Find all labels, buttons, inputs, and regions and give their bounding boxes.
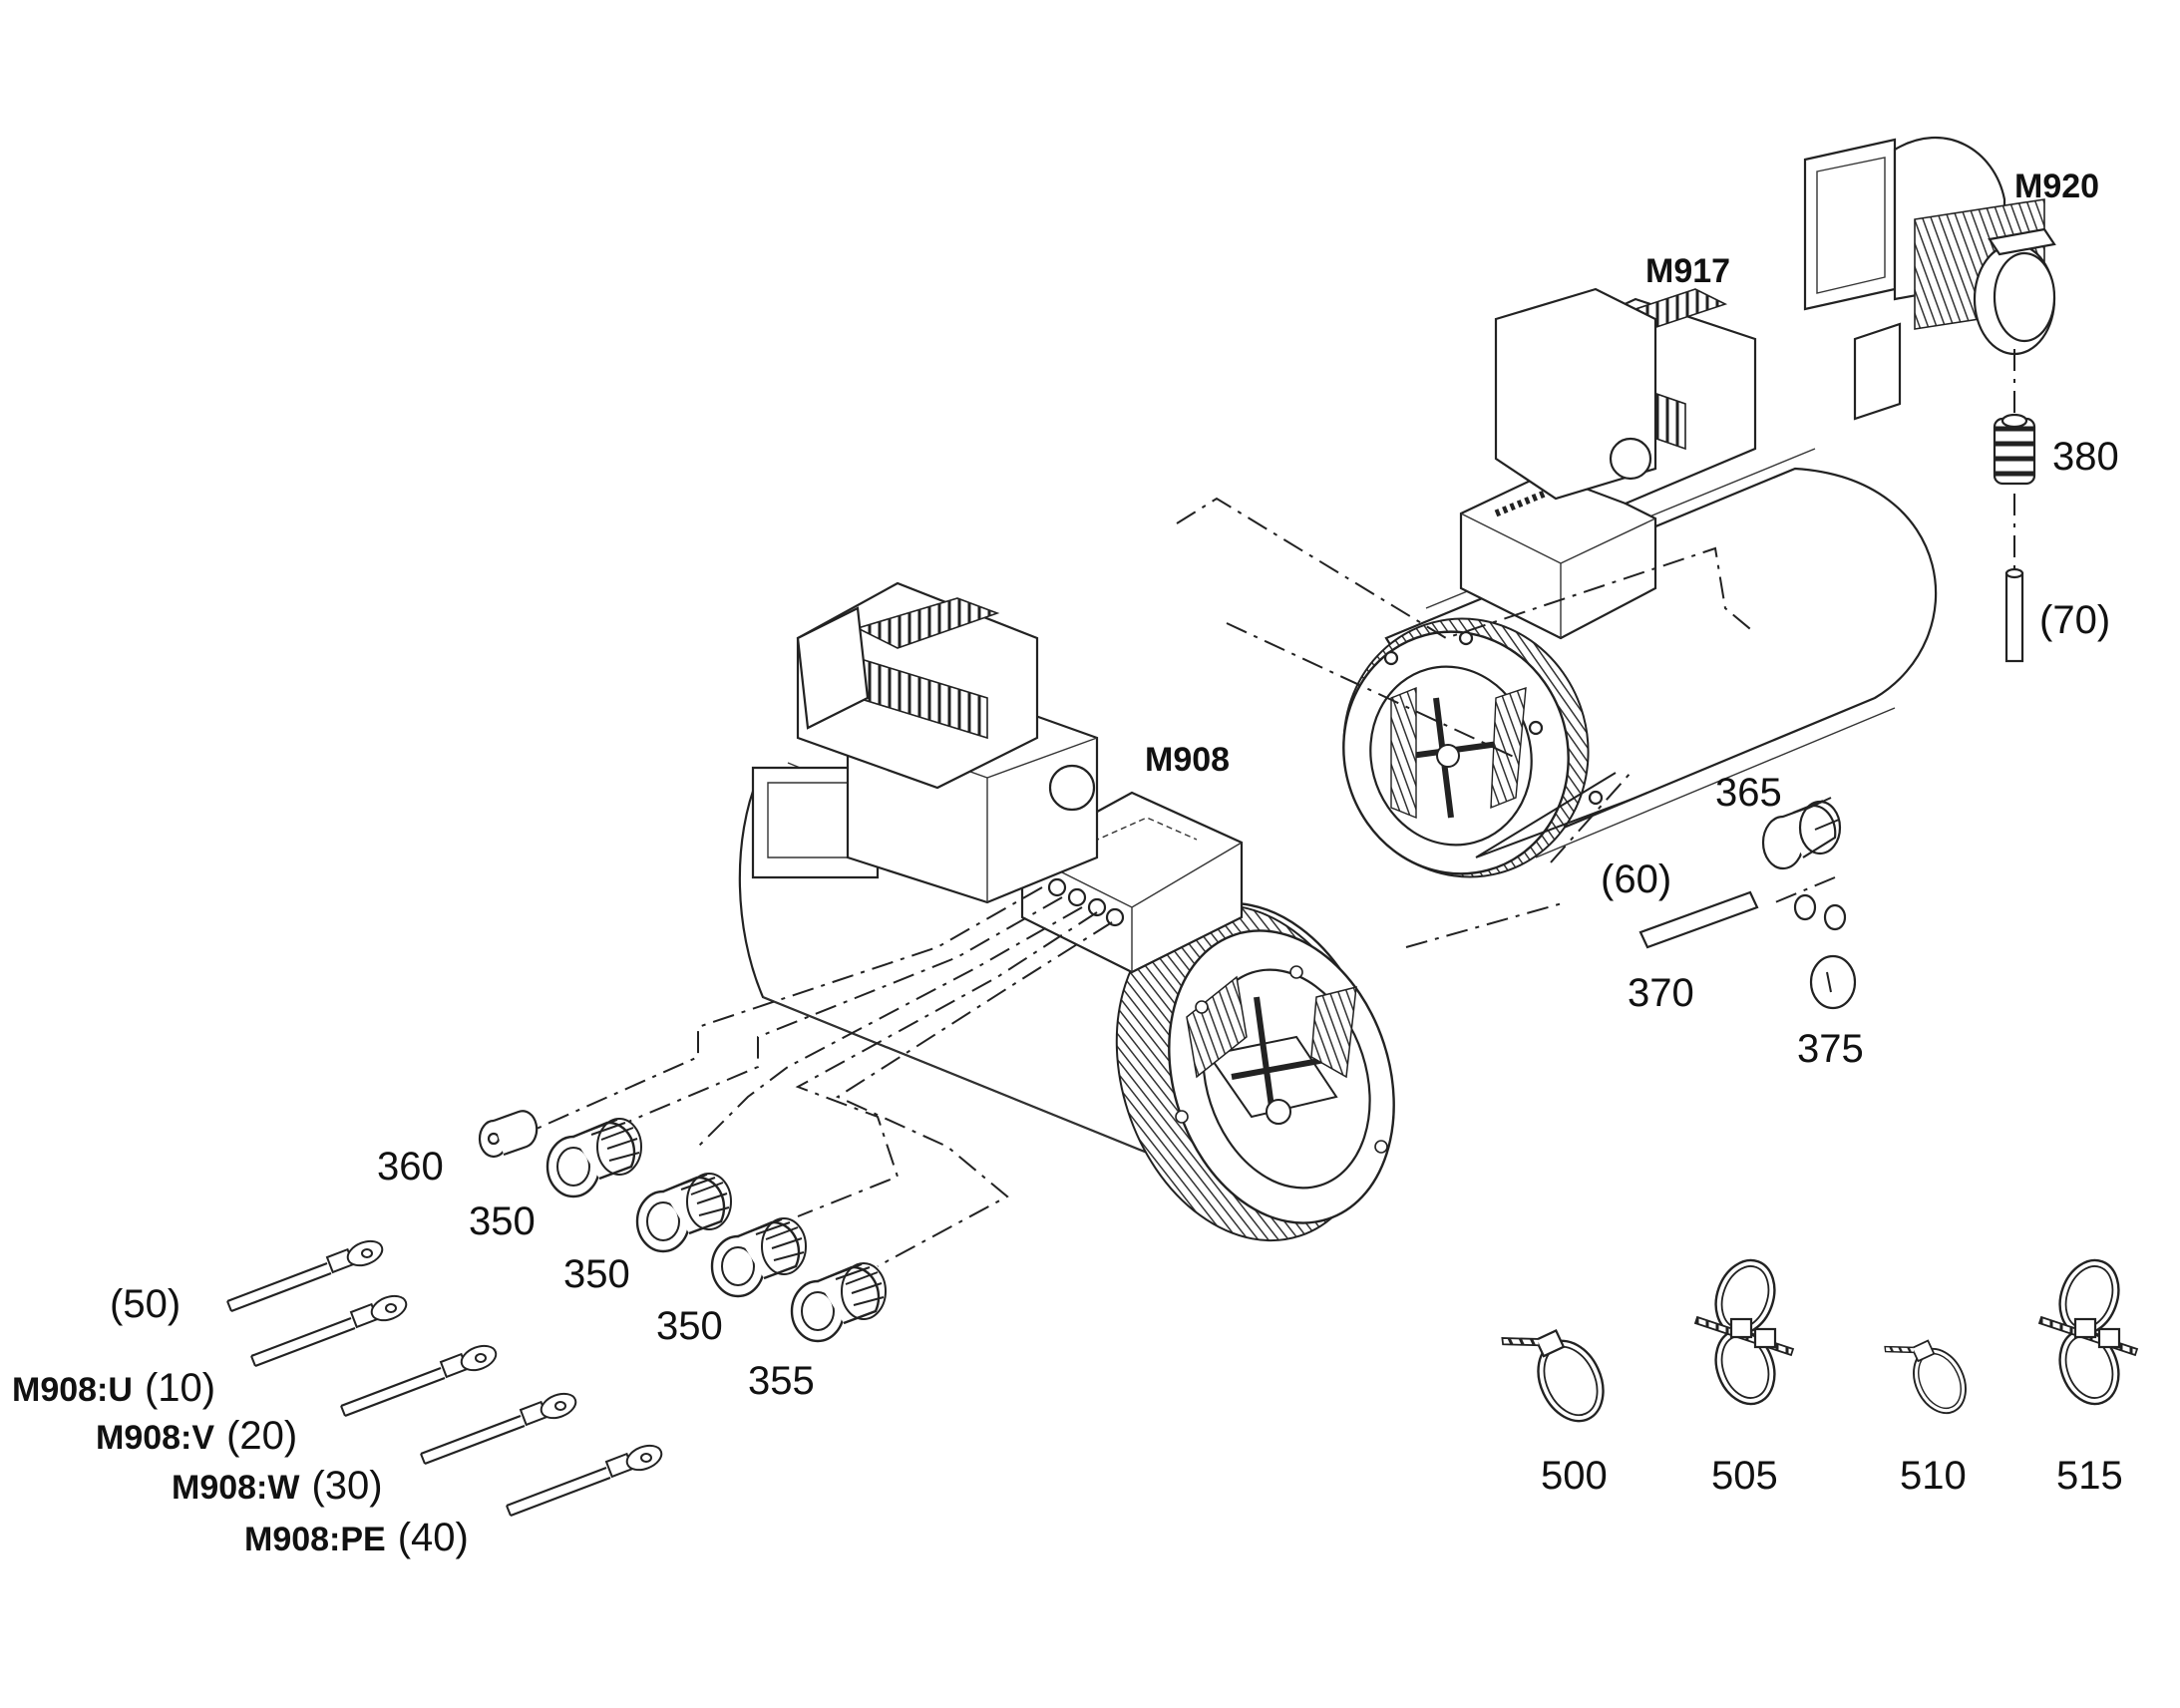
cable-60 <box>1638 890 1759 949</box>
callout-515: 515 <box>2056 1454 2123 1498</box>
gland-380 <box>1993 413 2036 486</box>
cable-tie-500 <box>1499 1323 1618 1433</box>
callout-50: (50) <box>110 1282 182 1326</box>
cable-30 <box>419 1388 580 1466</box>
cable-pos-pe: (40) <box>397 1516 469 1559</box>
seal-370 <box>1793 893 1847 931</box>
plug-360 <box>478 1110 539 1159</box>
m917-generator <box>1342 287 1938 878</box>
callout-510: 510 <box>1900 1454 1967 1498</box>
gland-350-a <box>545 1117 643 1198</box>
callout-350-b: 350 <box>563 1252 630 1296</box>
callout-350-c: 350 <box>656 1304 723 1348</box>
callout-370: 370 <box>1628 971 1694 1015</box>
gland-355 <box>790 1261 888 1343</box>
cable-70 <box>2004 567 2024 663</box>
gland-365 <box>1761 797 1842 870</box>
cable-tag-u: M908:U <box>12 1371 133 1409</box>
plug-375 <box>1809 954 1857 1010</box>
cable-label-u: M908:U (10) <box>12 1368 215 1408</box>
callout-60: (60) <box>1601 857 1672 901</box>
cable-tie-505 <box>1693 1250 1795 1414</box>
callout-380: 380 <box>2052 435 2119 479</box>
callout-505: 505 <box>1711 1454 1778 1498</box>
cable-label-w: M908:W (30) <box>172 1466 383 1506</box>
m908-generator <box>738 581 1395 1242</box>
cable-50 <box>225 1235 387 1313</box>
callout-375: 375 <box>1797 1027 1864 1071</box>
cable-tag-v: M908:V <box>96 1419 215 1457</box>
label-m917: M917 <box>1645 252 1731 290</box>
cable-tie-515 <box>2037 1250 2139 1414</box>
cable-40 <box>505 1440 666 1518</box>
gland-350-c <box>710 1216 808 1298</box>
cable-tie-510 <box>1882 1334 1977 1423</box>
callout-70: (70) <box>2039 598 2111 642</box>
callout-360: 360 <box>377 1145 444 1189</box>
callout-365: 365 <box>1715 771 1782 815</box>
cable-label-pe: M908:PE (40) <box>244 1518 469 1557</box>
cable-tag-w: M908:W <box>172 1469 300 1507</box>
callout-355: 355 <box>748 1359 815 1403</box>
cable-pos-v: (20) <box>226 1414 298 1458</box>
gland-350-b <box>635 1172 733 1253</box>
cable-tag-pe: M908:PE <box>244 1521 386 1558</box>
cable-20 <box>339 1340 501 1418</box>
label-m920: M920 <box>2014 168 2100 205</box>
callout-500: 500 <box>1541 1454 1608 1498</box>
cable-pos-u: (10) <box>144 1366 216 1410</box>
callout-350-a: 350 <box>469 1199 536 1243</box>
cable-pos-w: (30) <box>311 1464 383 1508</box>
label-m908: M908 <box>1145 741 1231 779</box>
cable-10 <box>249 1290 411 1368</box>
leader-lines <box>518 349 2015 1267</box>
cable-label-v: M908:V (20) <box>96 1416 297 1456</box>
